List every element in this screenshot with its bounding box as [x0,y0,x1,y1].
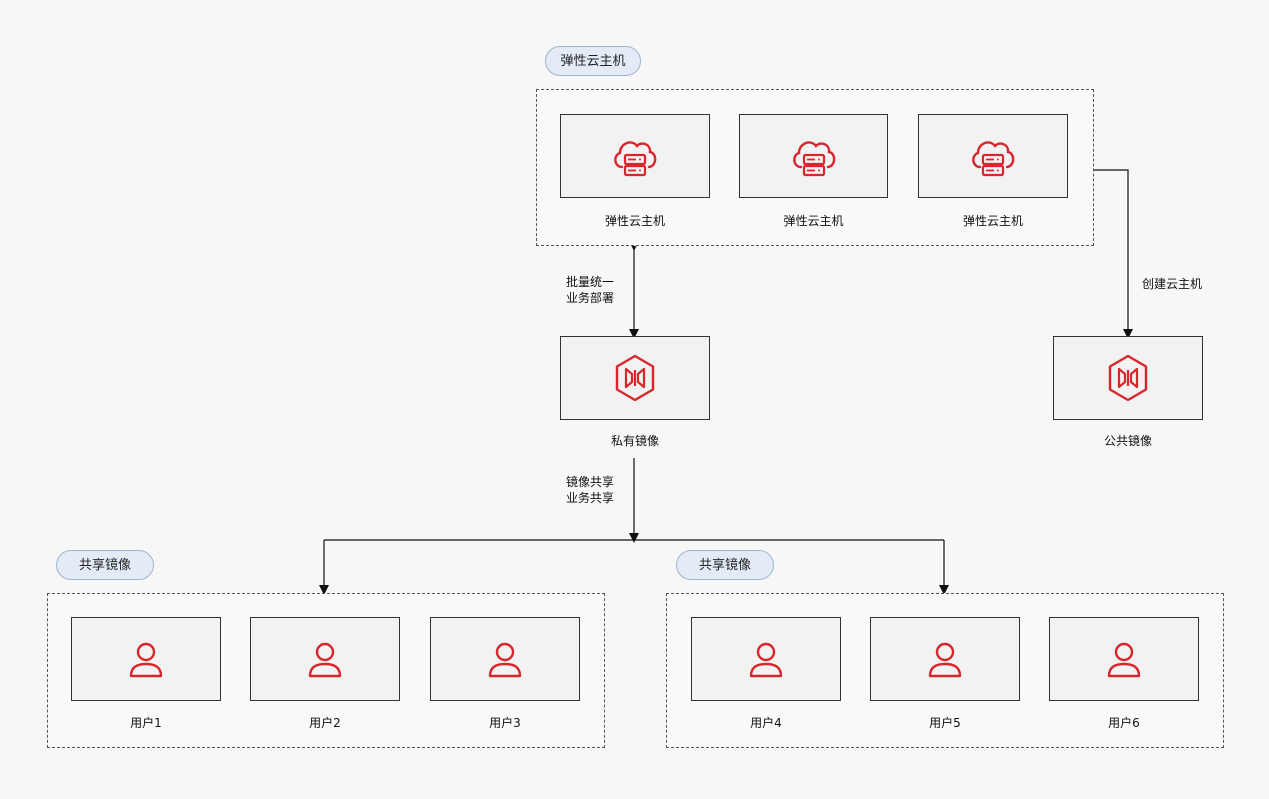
shared-right-title: 共享镜像 [676,550,774,580]
share-edge-label: 镜像共享 业务共享 [552,474,628,506]
user-label-2: 用户2 [309,716,341,730]
user-label-5: 用户5 [929,716,961,730]
cloud-server-label-1: 弹性云主机 [604,214,665,228]
public-image-card[interactable] [1053,336,1203,420]
user-icon [305,639,345,679]
create-connector [1094,169,1133,339]
cloud-server-icon [789,133,839,179]
cloud-server-label-2: 弹性云主机 [783,214,844,228]
deploy-edge-label: 批量统一 业务部署 [552,274,628,306]
user-icon [746,639,786,679]
top-group-title: 弹性云主机 [545,46,641,76]
cloud-server-card-1[interactable] [560,114,710,198]
shared-left-title: 共享镜像 [56,550,154,580]
deploy-edge-line1: 批量统一 [565,275,614,289]
share-edge-line1: 镜像共享 [565,475,614,489]
cloud-server-icon [968,133,1018,179]
user-card-1[interactable] [71,617,221,701]
user-card-5[interactable] [870,617,1020,701]
private-image-label: 私有镜像 [610,434,659,448]
cloud-server-card-3[interactable] [918,114,1068,198]
user-card-4[interactable] [691,617,841,701]
user-icon [925,639,965,679]
cloud-server-icon [610,133,660,179]
user-card-2[interactable] [250,617,400,701]
user-label-6: 用户6 [1108,716,1140,730]
user-icon [126,639,166,679]
user-label-1: 用户1 [130,716,162,730]
cloud-server-label-3: 弹性云主机 [962,214,1023,228]
private-image-card[interactable] [560,336,710,420]
user-icon [1104,639,1144,679]
public-image-label: 公共镜像 [1103,434,1152,448]
user-card-3[interactable] [430,617,580,701]
user-card-6[interactable] [1049,617,1199,701]
image-icon [1106,353,1150,403]
user-label-3: 用户3 [489,716,521,730]
user-label-4: 用户4 [750,716,782,730]
cloud-server-card-2[interactable] [739,114,888,198]
deploy-edge-line2: 业务部署 [565,291,614,305]
user-icon [485,639,525,679]
create-edge-label: 创建云主机 [1141,277,1202,291]
image-icon [613,353,657,403]
share-edge-line2: 业务共享 [565,491,614,505]
